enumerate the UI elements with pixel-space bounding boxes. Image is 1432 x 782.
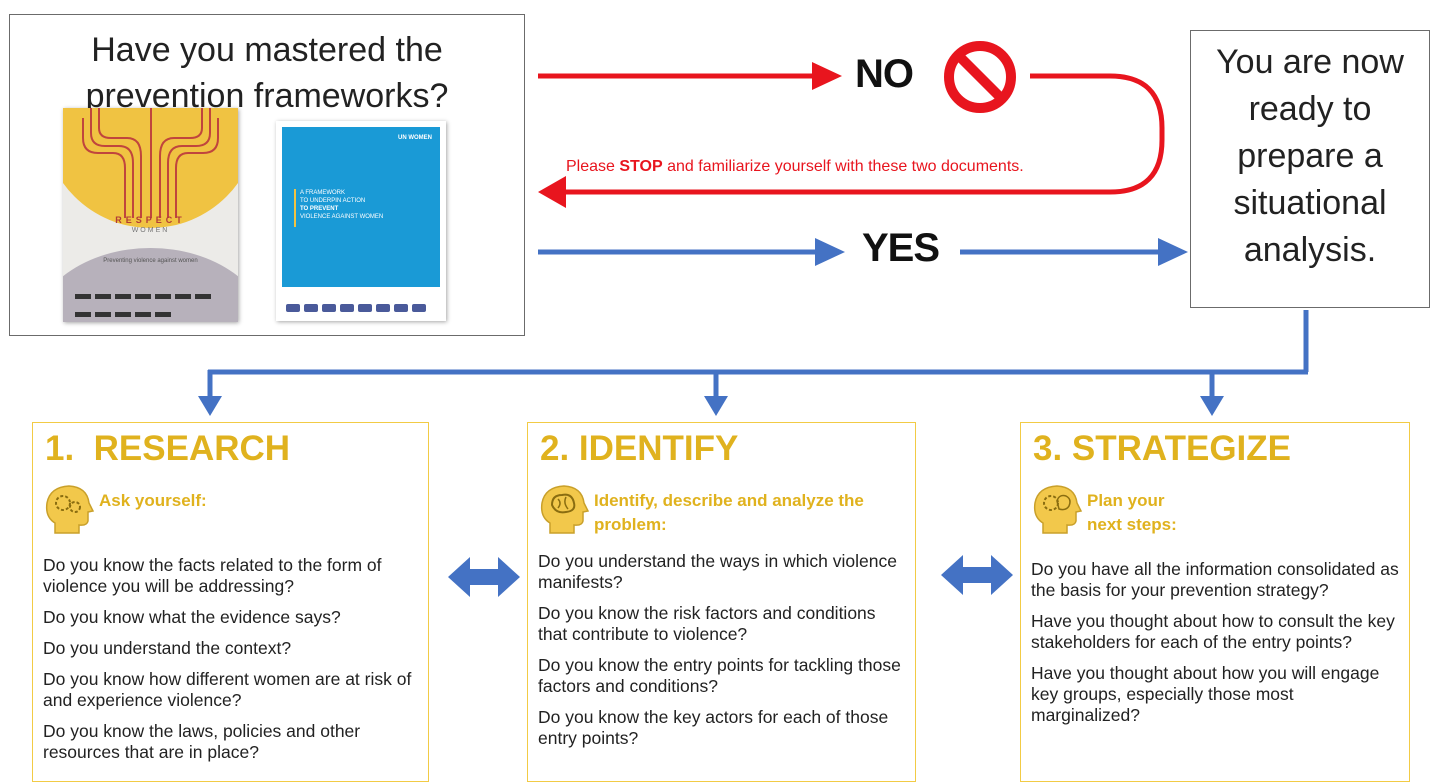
ready-text: You are now ready to prepare a situation…: [1216, 43, 1404, 269]
no-arrow: [538, 62, 842, 90]
bidirectional-arrow-icon: [941, 555, 1013, 595]
step-prompt: Identify, describe and analyze the probl…: [594, 491, 864, 534]
head-gear-brain-icon: [1033, 485, 1083, 534]
list-item: Do you know the entry points for tacklin…: [538, 655, 901, 696]
no-label: NO: [855, 52, 914, 96]
stop-return-arrow: [538, 73, 1165, 208]
respect-women-document: RESPECT WOMEN Preventing violence agains…: [63, 108, 238, 322]
yes-arrow: [538, 238, 1188, 266]
step-strategize-panel: 3. STRATEGIZE Plan your next steps: Do y…: [1020, 422, 1410, 782]
list-item: Do you know the risk factors and conditi…: [538, 603, 876, 644]
list-item: Do you have all the information consolid…: [1031, 559, 1399, 600]
list-item: Do you know the key actors for each of t…: [538, 707, 889, 748]
list-item: Do you understand the context?: [43, 638, 292, 658]
distribution-arrows: [198, 310, 1309, 416]
question-list: Do you know the facts related to the for…: [43, 555, 420, 773]
stop-message: Please STOP and familiarize yourself wit…: [566, 158, 1024, 175]
step-identify-panel: 2. IDENTIFY Identify, describe and analy…: [527, 422, 916, 782]
yes-label: YES: [862, 226, 940, 270]
question-title: Have you mastered the prevention framewo…: [85, 31, 449, 115]
list-item: Have you thought about how you will enga…: [1031, 663, 1380, 725]
prohibited-icon: [944, 41, 1016, 113]
question-list: Do you understand the ways in which viol…: [538, 551, 907, 759]
partner-logos: [73, 288, 228, 317]
respect-cover-lines: [82, 108, 219, 218]
step-title: 2. IDENTIFY: [540, 429, 739, 468]
list-item: Do you know the facts related to the for…: [43, 555, 382, 596]
head-brain-icon: [540, 485, 590, 534]
list-item: Do you know how different women are at r…: [43, 669, 412, 710]
step-prompt: Ask yourself:: [99, 491, 207, 510]
list-item: Have you thought about how to consult th…: [1031, 611, 1395, 652]
bidirectional-arrow-icon: [448, 557, 520, 597]
step-prompt: Plan your next steps:: [1087, 491, 1177, 534]
step-title: 3. STRATEGIZE: [1033, 429, 1291, 468]
ready-box: You are now ready to prepare a situation…: [1190, 30, 1430, 308]
list-item: Do you know what the evidence says?: [43, 607, 341, 627]
step-title: 1. RESEARCH: [45, 429, 291, 468]
list-item: Do you understand the ways in which viol…: [538, 551, 897, 592]
question-list: Do you have all the information consolid…: [1031, 559, 1401, 736]
head-gears-icon: [45, 485, 95, 534]
step-research-panel: 1. RESEARCH Ask yourself: Do you know th…: [32, 422, 429, 782]
partner-logos: [284, 299, 439, 313]
un-women-framework-document: UN WOMEN A FRAMEWORK TO UNDERPIN ACTION …: [276, 121, 446, 321]
list-item: Do you know the laws, policies and other…: [43, 721, 361, 762]
